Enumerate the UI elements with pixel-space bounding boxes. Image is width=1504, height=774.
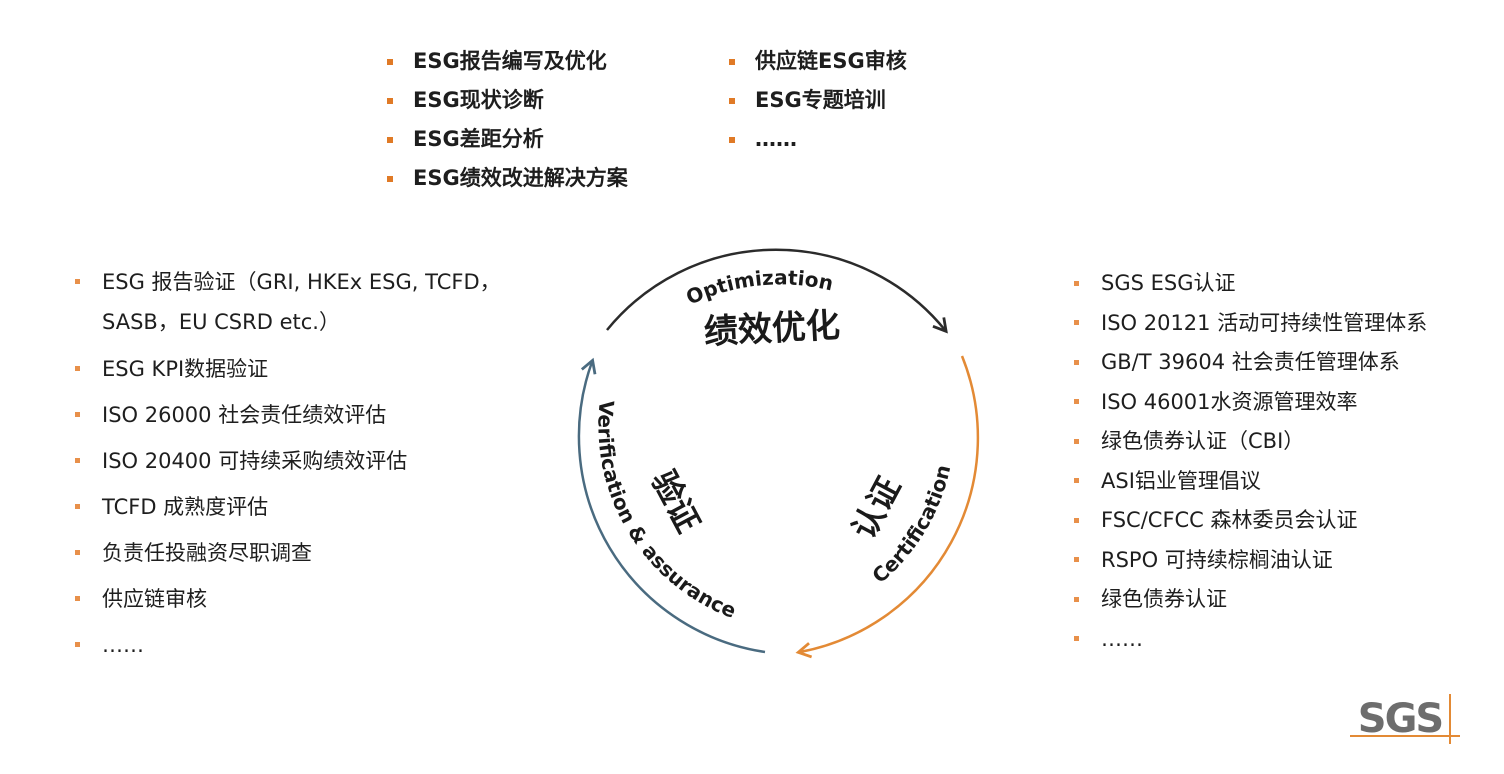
list-item: 绿色债券认证 bbox=[1071, 580, 1427, 620]
bullet-icon bbox=[1074, 280, 1079, 286]
optimization-label-en: Optimization bbox=[682, 265, 835, 309]
bullet-icon bbox=[1074, 438, 1079, 444]
list-item: GB/T 39604 社会责任管理体系 bbox=[1071, 343, 1427, 383]
list-item: ESG绩效改进解决方案 bbox=[383, 159, 628, 198]
certification-services-list: SGS ESG认证 ISO 20121 活动可持续性管理体系 GB/T 3960… bbox=[1071, 264, 1427, 659]
bullet-icon bbox=[387, 58, 393, 65]
list-item: 绿色债券认证（CBI） bbox=[1071, 422, 1427, 462]
list-item: ESG差距分析 bbox=[383, 120, 628, 159]
sgs-logo: SGS bbox=[1340, 686, 1470, 746]
bullet-icon bbox=[75, 504, 80, 509]
bullet-icon bbox=[75, 412, 80, 417]
bullet-icon bbox=[1074, 557, 1079, 563]
bullet-icon bbox=[1074, 399, 1079, 405]
bullet-icon bbox=[387, 97, 393, 104]
optimization-arc bbox=[606, 248, 948, 334]
list-item: SGS ESG认证 bbox=[1071, 264, 1427, 304]
svg-text:SGS: SGS bbox=[1358, 696, 1442, 742]
list-item: ISO 20121 活动可持续性管理体系 bbox=[1071, 304, 1427, 344]
bullet-icon bbox=[1074, 478, 1079, 484]
bullet-icon bbox=[387, 136, 393, 143]
bullet-icon bbox=[1074, 517, 1079, 523]
list-item: ESG KPI数据验证 bbox=[72, 346, 502, 392]
list-item: ESG专题培训 bbox=[725, 81, 907, 120]
list-item: ASI铝业管理倡议 bbox=[1071, 462, 1427, 502]
bullet-icon bbox=[1074, 636, 1079, 642]
list-item: FSC/CFCC 森林委员会认证 bbox=[1071, 501, 1427, 541]
verification-label-zh: 验证 bbox=[644, 464, 708, 538]
list-item: 负责任投融资尽职调查 bbox=[72, 530, 502, 576]
bullet-icon bbox=[729, 58, 735, 65]
list-item: ISO 26000 社会责任绩效评估 bbox=[72, 392, 502, 438]
bullet-icon bbox=[75, 550, 80, 555]
bullet-icon bbox=[75, 279, 80, 284]
verification-services-list: ESG 报告验证（GRI, HKEx ESG, TCFD，SASB，EU CSR… bbox=[72, 262, 502, 668]
list-item: ESG现状诊断 bbox=[383, 81, 628, 120]
certification-label-zh: 认证 bbox=[844, 471, 908, 545]
list-item: 供应链ESG审核 bbox=[725, 42, 907, 81]
bullet-icon bbox=[75, 596, 80, 601]
bullet-icon bbox=[387, 175, 393, 182]
bullet-icon bbox=[75, 366, 80, 371]
list-item: ISO 20400 可持续采购绩效评估 bbox=[72, 438, 502, 484]
list-item: RSPO 可持续棕榈油认证 bbox=[1071, 541, 1427, 581]
list-item: …… bbox=[1071, 620, 1427, 660]
certification-arc bbox=[795, 355, 980, 659]
list-item: ESG 报告验证（GRI, HKEx ESG, TCFD，SASB，EU CSR… bbox=[72, 262, 502, 346]
bullet-icon bbox=[1074, 320, 1079, 326]
list-item: …… bbox=[72, 622, 502, 668]
optimization-services-list-1: ESG报告编写及优化 ESG现状诊断 ESG差距分析 ESG绩效改进解决方案 bbox=[383, 42, 628, 198]
list-item: 供应链审核 bbox=[72, 576, 502, 622]
bullet-icon bbox=[729, 97, 735, 104]
optimization-services-list-2: 供应链ESG审核 ESG专题培训 …… bbox=[725, 42, 907, 159]
optimization-label-zh: 绩效优化 bbox=[703, 305, 841, 352]
bullet-icon bbox=[1074, 596, 1079, 602]
list-item: ISO 46001水资源管理效率 bbox=[1071, 383, 1427, 423]
list-item: ESG报告编写及优化 bbox=[383, 42, 628, 81]
bullet-icon bbox=[729, 136, 735, 143]
bullet-icon bbox=[75, 642, 80, 647]
bullet-icon bbox=[1074, 359, 1079, 365]
bullet-icon bbox=[75, 458, 80, 463]
list-item: …… bbox=[725, 120, 907, 159]
verification-arc bbox=[577, 357, 766, 654]
list-item: TCFD 成熟度评估 bbox=[72, 484, 502, 530]
